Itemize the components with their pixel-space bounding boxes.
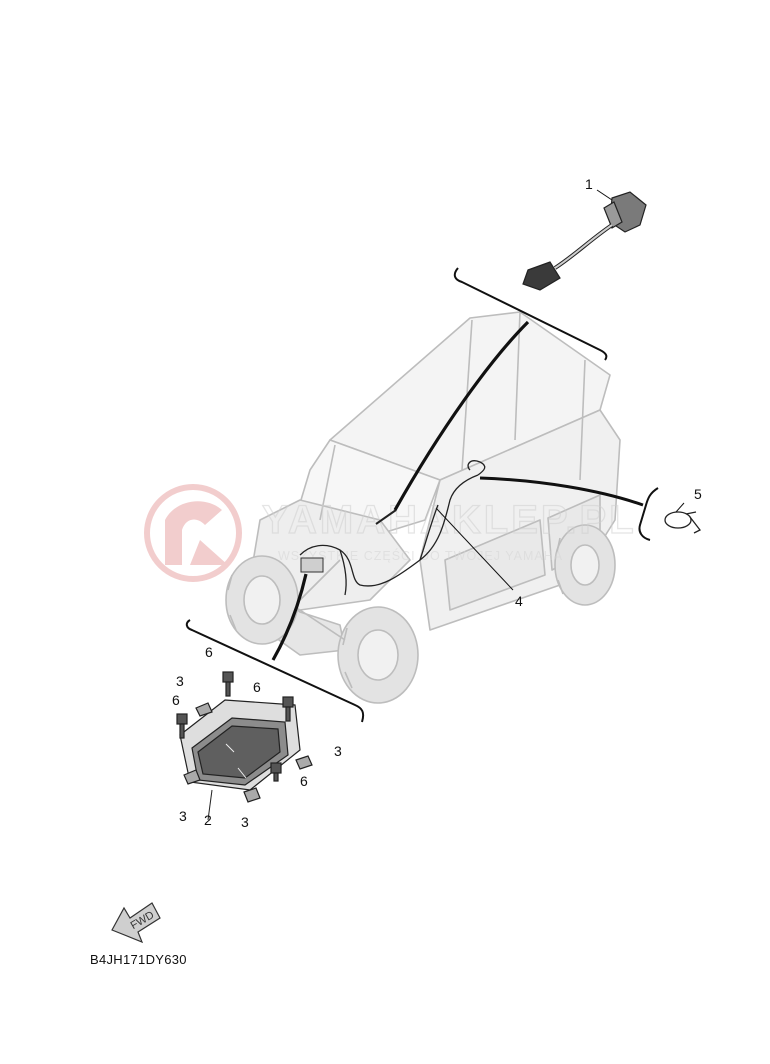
callout-2: 2 — [204, 812, 212, 828]
callout-6c: 6 — [253, 679, 261, 695]
watermark-tagline-text: WSZYSTKIE CZĘŚCI DO TWOJEJ YAMAHA — [278, 548, 563, 563]
callout-3d: 3 — [241, 814, 249, 830]
diagram-code: B4JH171DY630 — [90, 952, 187, 967]
callout-6d: 6 — [300, 773, 308, 789]
screw-icon — [176, 671, 294, 782]
vehicle-illustration — [225, 311, 621, 704]
wire-harness — [299, 460, 486, 596]
callout-3b: 3 — [334, 743, 342, 759]
grommet-icon — [183, 702, 313, 803]
part-2-ecu-assembly — [176, 671, 313, 821]
callout-3c: 3 — [179, 808, 187, 824]
callout-1: 1 — [585, 176, 593, 192]
fwd-arrow-icon: FWD — [111, 902, 161, 944]
callout-5: 5 — [694, 486, 702, 502]
leader-lines — [185, 189, 685, 723]
part-1-socket-connector — [522, 191, 647, 291]
callout-3a: 3 — [176, 673, 184, 689]
callout-4: 4 — [515, 593, 523, 609]
callout-labels: 1 4 5 6 3 6 6 3 6 3 2 3 — [172, 176, 702, 830]
callout-6b: 6 — [172, 692, 180, 708]
callout-6a: 6 — [205, 644, 213, 660]
watermark-logo-icon — [144, 484, 242, 582]
part-5-cable-tie — [664, 511, 701, 534]
